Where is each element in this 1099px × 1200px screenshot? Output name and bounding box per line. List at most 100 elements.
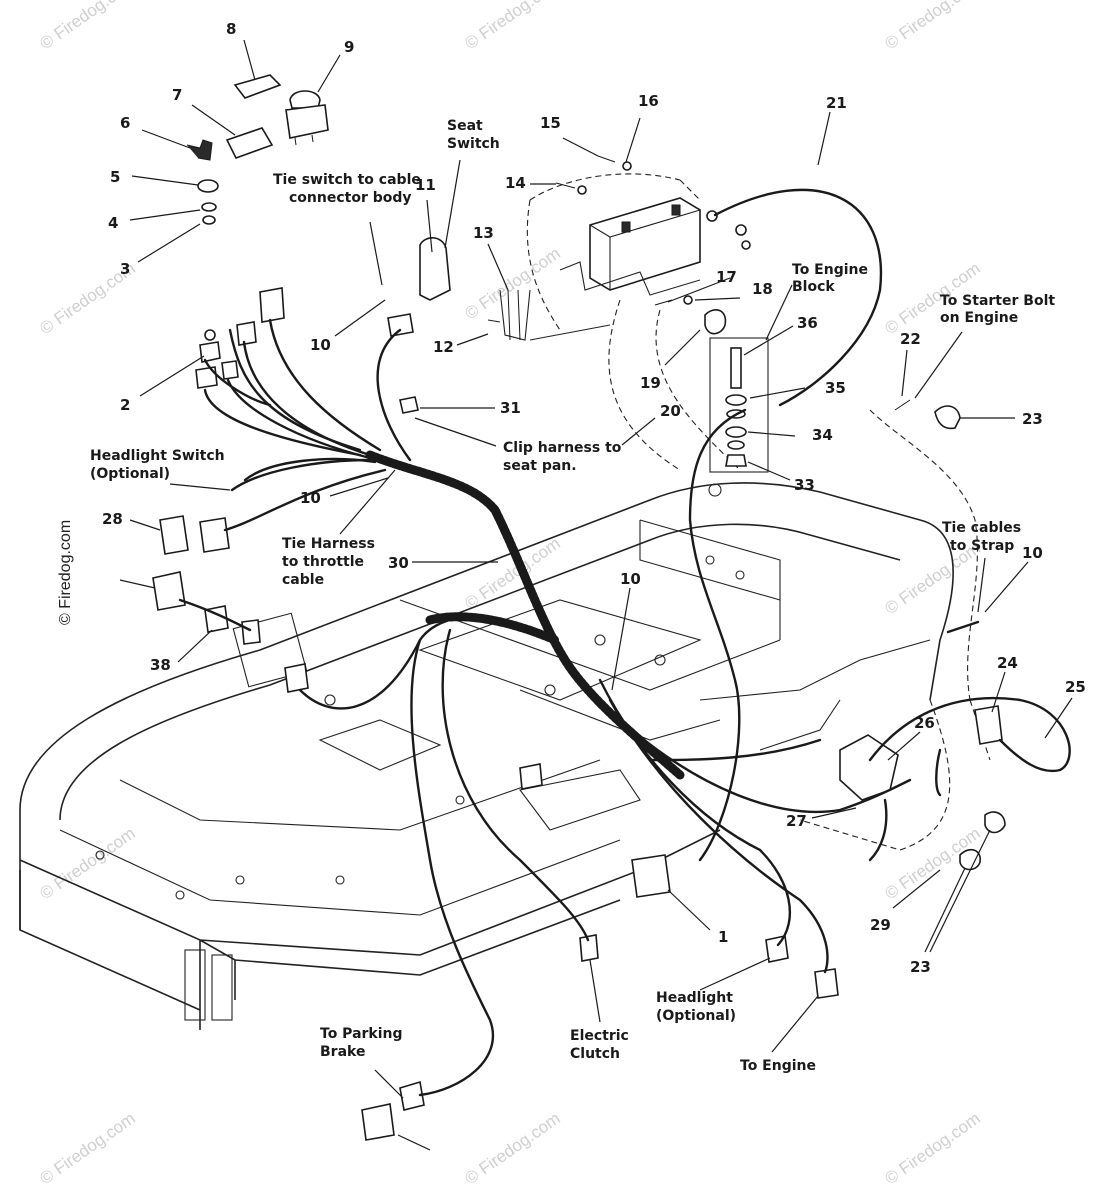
- engine-wire: [608, 698, 829, 974]
- callout-35: 35: [825, 379, 846, 397]
- watermark: © Firedog.com: [36, 824, 138, 904]
- switch-parts: [152, 74, 1006, 1141]
- callout-23-bottom: 23: [910, 958, 931, 976]
- connector-1-lower: [631, 854, 671, 898]
- wires: [178, 188, 1071, 1097]
- callout-8: 8: [226, 20, 236, 38]
- callout-25: 25: [1065, 678, 1086, 696]
- cover-8: [233, 74, 282, 99]
- boot-23: [934, 405, 961, 430]
- bolt-hardware: [555, 155, 751, 335]
- callout-19: 19: [640, 374, 661, 392]
- battery-terminal: [621, 221, 631, 233]
- callout-18: 18: [752, 280, 773, 298]
- seat-switch-11: [419, 237, 451, 301]
- callout-16: 16: [638, 92, 659, 110]
- clutch-plug: [579, 934, 599, 962]
- switch-2: [199, 341, 221, 363]
- watermark: © Firedog.com: [881, 0, 983, 53]
- callout-27: 27: [786, 812, 807, 830]
- brake-plug: [399, 1080, 425, 1111]
- terminal-boot-19: [704, 309, 727, 335]
- callout-6: 6: [120, 114, 130, 132]
- callout-10-center: 10: [620, 570, 641, 588]
- nut-33: [725, 454, 747, 467]
- watermark: © Firedog.com: [36, 1109, 138, 1189]
- engine-block-hardware: [709, 337, 769, 473]
- callout-36: 36: [797, 314, 818, 332]
- callout-10-harness: 10: [300, 489, 321, 507]
- callout-23-top: 23: [1022, 410, 1043, 428]
- callout-28: 28: [102, 510, 123, 528]
- callout-7: 7: [172, 86, 182, 104]
- callout-24: 24: [997, 654, 1018, 672]
- clip-31: [399, 396, 419, 414]
- callout-31: 31: [500, 399, 521, 417]
- leader-lines: [119, 39, 1073, 1151]
- watermark: © Firedog.com: [461, 0, 563, 53]
- callout-33: 33: [794, 476, 815, 494]
- engine-plug: [814, 968, 839, 999]
- label-headlight: Headlight(Optional): [656, 990, 736, 1024]
- key-switch-bezel-7: [225, 127, 274, 159]
- watermark: © Firedog.com: [36, 0, 138, 53]
- callout-21: 21: [826, 94, 847, 112]
- battery-hold-down: [559, 261, 701, 296]
- callout-22: 22: [900, 330, 921, 348]
- clutch-wire: [441, 628, 590, 942]
- headlight-plug: [765, 935, 789, 963]
- cable-20: [688, 408, 747, 862]
- key-6: [186, 139, 213, 161]
- callout-26: 26: [914, 714, 935, 732]
- connector: [259, 287, 285, 323]
- callout-14: 14: [505, 174, 526, 192]
- bolt-36: [730, 347, 742, 389]
- main-harness-30: [365, 450, 685, 780]
- headlight-switch-28: [159, 515, 189, 555]
- callout-3: 3: [120, 260, 130, 278]
- callout-17: 17: [716, 268, 737, 286]
- battery: [589, 197, 701, 291]
- watermark: © Firedog.com: [881, 1109, 983, 1189]
- parking-brake-switch: [361, 1103, 395, 1141]
- callout-1-lower: 1: [718, 928, 728, 946]
- battery-terminal: [671, 204, 681, 216]
- callout-11: 11: [415, 176, 436, 194]
- callout-12: 12: [433, 338, 454, 356]
- callout-10-switch: 10: [310, 336, 331, 354]
- callout-29: 29: [870, 916, 891, 934]
- callout-13: 13: [473, 224, 494, 242]
- callout-2: 2: [120, 396, 130, 414]
- watermark: © Firedog.com: [461, 1109, 563, 1189]
- callout-34: 34: [812, 426, 833, 444]
- callout-20: 20: [660, 402, 681, 420]
- callout-5: 5: [110, 168, 120, 186]
- callout-38: 38: [150, 656, 171, 674]
- label-headlight-switch: Headlight Switch(Optional): [90, 448, 225, 482]
- callout-30: 30: [388, 554, 409, 572]
- cable-21: [713, 188, 883, 407]
- mower-frame: [19, 482, 954, 1030]
- relay-24: [974, 705, 1003, 745]
- brake-wire: [410, 638, 495, 1097]
- connector-1: [152, 571, 186, 611]
- watermark-vertical: © Firedog.com: [57, 520, 74, 625]
- callout-10-right: 10: [1022, 544, 1043, 562]
- callout-9: 9: [344, 38, 354, 56]
- callout-4: 4: [108, 214, 118, 232]
- callout-15: 15: [540, 114, 561, 132]
- battery-assembly: [487, 155, 751, 341]
- label-to-engine: To Engine: [740, 1058, 816, 1074]
- hardware-box: [709, 337, 769, 473]
